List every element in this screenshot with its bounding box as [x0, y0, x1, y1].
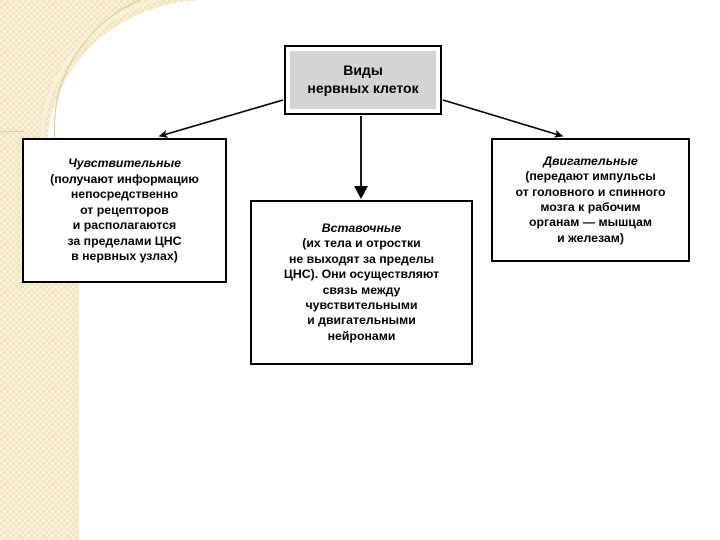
node-motor-line-1: (передают импульсы: [525, 169, 656, 184]
node-interneuron[interactable]: Вставочные (их тела и отростки не выходя…: [250, 200, 473, 365]
node-interneuron-line-2: не выходят за пределы: [289, 251, 434, 266]
node-interneuron-line-1: (их тела и отростки: [302, 236, 421, 251]
node-motor-line-3: мозга к рабочим: [540, 200, 641, 214]
node-sensory-line-5: за пределами ЦНС: [67, 233, 182, 248]
node-interneuron-line-5: чувствительными: [305, 297, 418, 312]
node-sensory-line-6: в нервных узлах): [71, 249, 178, 264]
node-sensory-line-2: непосредственно: [70, 187, 179, 202]
node-sensory-title: Чувствительные: [68, 156, 181, 171]
node-root-fill: Виды нервных клеток: [290, 51, 436, 109]
node-motor-text: Двигательные (передают импульсы от голов…: [516, 154, 666, 247]
arrow-root-to-motor: [442, 99, 564, 138]
node-motor-line-4: органам — мышцам: [529, 215, 652, 230]
node-motor-line-2: от головного и спинного: [515, 184, 666, 199]
node-sensory[interactable]: Чувствительные (получают информацию непо…: [22, 138, 227, 283]
node-root-text: Виды нервных клеток: [307, 62, 418, 97]
node-sensory-line-1: (получают информацию: [50, 171, 199, 186]
node-sensory-text: Чувствительные (получают информацию непо…: [50, 156, 199, 264]
node-root[interactable]: Виды нервных клеток: [284, 45, 442, 115]
node-sensory-line-3: от рецепторов: [80, 202, 169, 217]
node-interneuron-line-4: связь между: [322, 282, 401, 297]
arrowhead-interneuron: [354, 186, 368, 199]
node-motor-line-5: и железам): [557, 230, 624, 245]
node-interneuron-title: Вставочные: [321, 220, 402, 235]
node-interneuron-text: Вставочные (их тела и отростки не выходя…: [284, 221, 439, 345]
node-motor[interactable]: Двигательные (передают импульсы от голов…: [491, 138, 690, 262]
node-interneuron-line-7: нейронами: [327, 328, 396, 343]
node-motor-title: Двигательные: [543, 153, 638, 168]
node-interneuron-line-3: ЦНС). Они осуществляют: [283, 267, 440, 282]
node-root-title: Виды: [343, 62, 383, 79]
node-sensory-line-4: и располагаются: [72, 218, 177, 233]
node-root-subtitle: нервных клеток: [307, 80, 419, 96]
node-interneuron-line-6: и двигательными: [307, 313, 416, 328]
decorative-seam-line: [0, 131, 24, 132]
